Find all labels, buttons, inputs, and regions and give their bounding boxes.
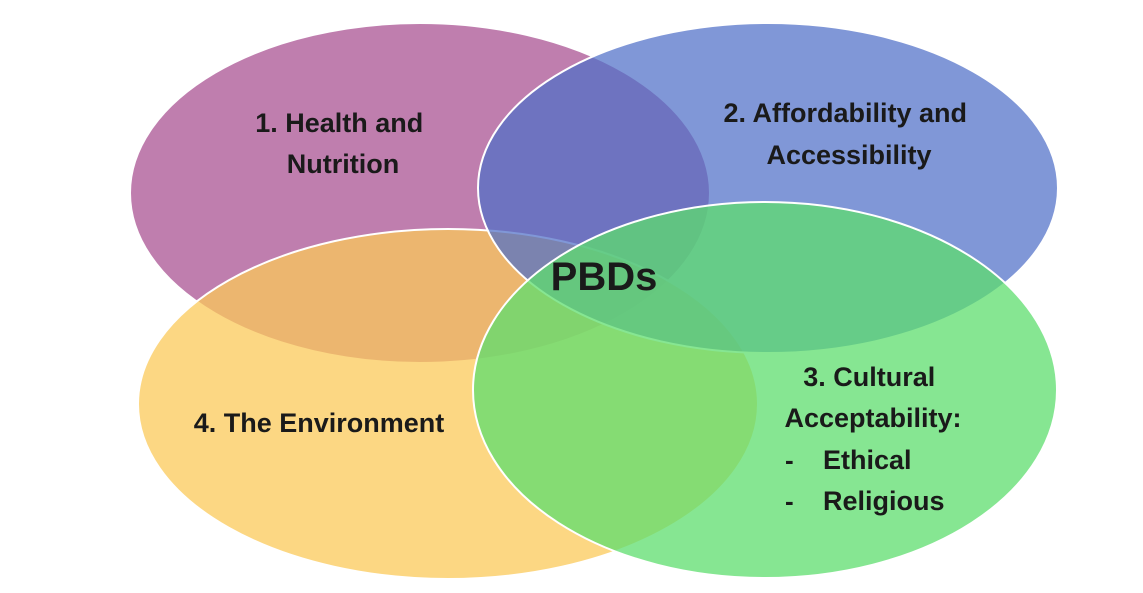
cultural-bullet-religious: Religious bbox=[823, 486, 945, 516]
cultural-label: 3. Cultural Acceptability: bbox=[784, 362, 961, 433]
health-label: 1. Health and Nutrition bbox=[255, 108, 431, 179]
cultural-label-line-2: Acceptability: bbox=[784, 403, 961, 433]
health-label-line-2: Nutrition bbox=[287, 149, 399, 179]
affordability-label: 2. Affordability and Accessibility bbox=[723, 98, 974, 170]
affordability-label-line-1: 2. Affordability and bbox=[723, 98, 967, 128]
center-label: PBDs bbox=[551, 255, 658, 299]
cultural-bullet-marker-2: - bbox=[785, 486, 794, 516]
cultural-bullet-ethical: Ethical bbox=[823, 445, 912, 475]
cultural-label-line-1: 3. Cultural bbox=[803, 362, 935, 392]
circle-cultural bbox=[472, 201, 1058, 579]
affordability-label-line-2: Accessibility bbox=[766, 140, 931, 170]
health-label-line-1: 1. Health and bbox=[255, 108, 423, 138]
cultural-bullet-marker-1: - bbox=[785, 445, 794, 475]
environment-label: 4. The Environment bbox=[194, 408, 445, 438]
